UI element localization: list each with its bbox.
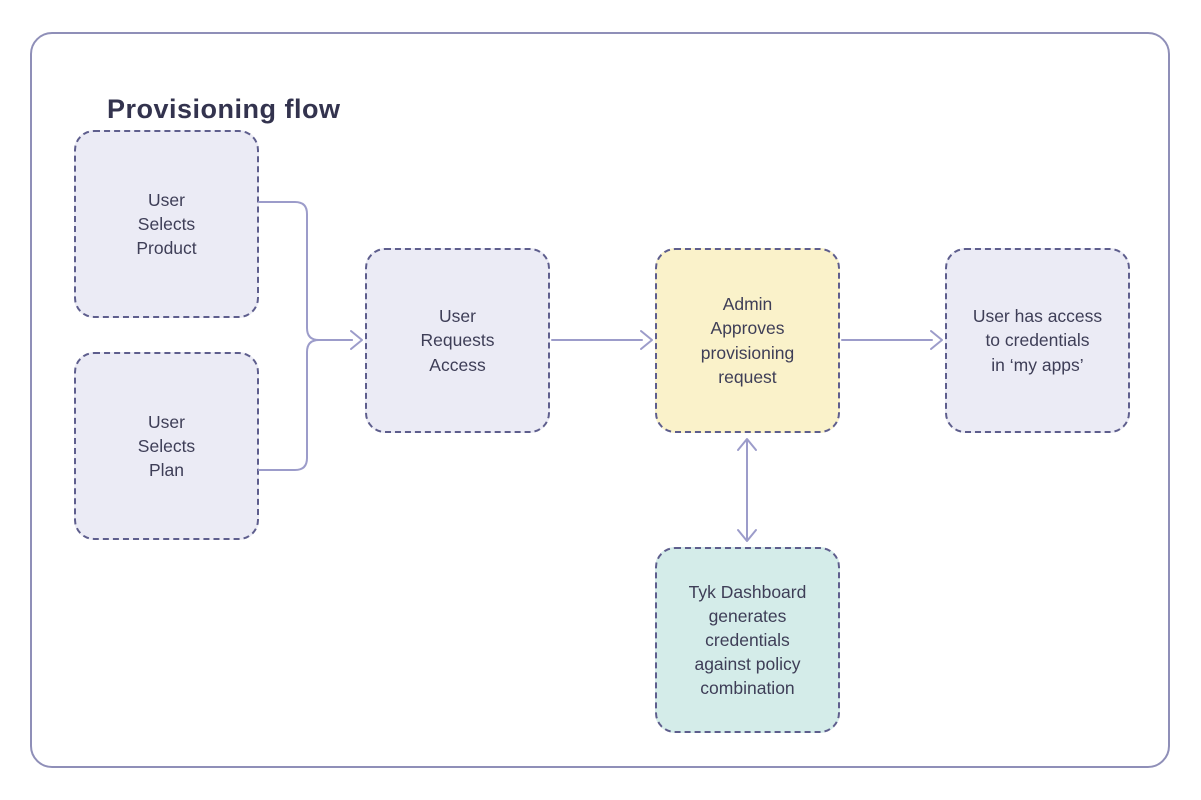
node-user-selects-product: User Selects Product: [74, 130, 259, 318]
diagram-title: Provisioning flow: [107, 94, 341, 124]
node-user-has-access: User has access to credentials in ‘my ap…: [945, 248, 1130, 433]
node-tyk-dashboard: Tyk Dashboard generates credentials agai…: [655, 547, 840, 733]
node-user-selects-plan: User Selects Plan: [74, 352, 259, 540]
node-admin-approves: Admin Approves provisioning request: [655, 248, 840, 433]
node-user-requests-access: User Requests Access: [365, 248, 550, 433]
